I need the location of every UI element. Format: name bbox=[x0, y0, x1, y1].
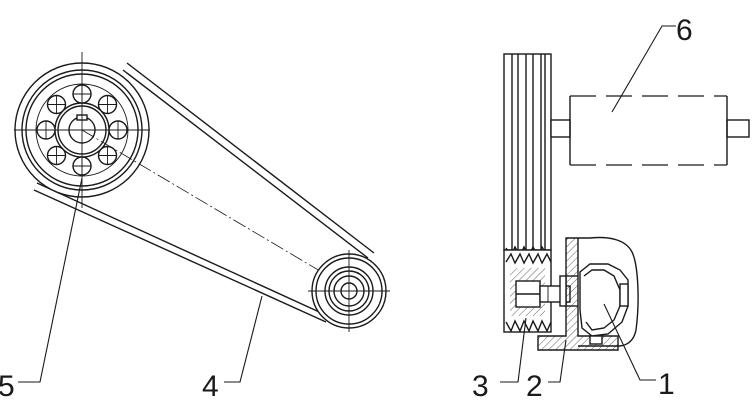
label-motor: 1 bbox=[658, 368, 675, 401]
callout-1 bbox=[603, 303, 656, 381]
bracket-2 bbox=[537, 237, 619, 351]
callout-5 bbox=[18, 177, 83, 383]
callout-3 bbox=[500, 317, 527, 383]
center-line bbox=[81, 129, 353, 291]
label-drive-unit: 6 bbox=[676, 14, 693, 47]
small-pulley-front bbox=[308, 250, 390, 332]
front-view bbox=[14, 52, 390, 332]
label-belt: 4 bbox=[202, 370, 219, 403]
callout-6 bbox=[611, 25, 676, 113]
callout-4 bbox=[224, 295, 263, 383]
large-pulley-side bbox=[503, 53, 552, 258]
drive-unit-6 bbox=[550, 95, 750, 166]
label-large-pulley: 5 bbox=[0, 370, 15, 403]
belt-front bbox=[33, 62, 375, 323]
label-bracket: 2 bbox=[526, 370, 543, 403]
callout-2 bbox=[548, 339, 567, 383]
label-small-pulley: 3 bbox=[472, 370, 489, 403]
side-view bbox=[503, 53, 750, 351]
motor-1 bbox=[578, 236, 639, 347]
